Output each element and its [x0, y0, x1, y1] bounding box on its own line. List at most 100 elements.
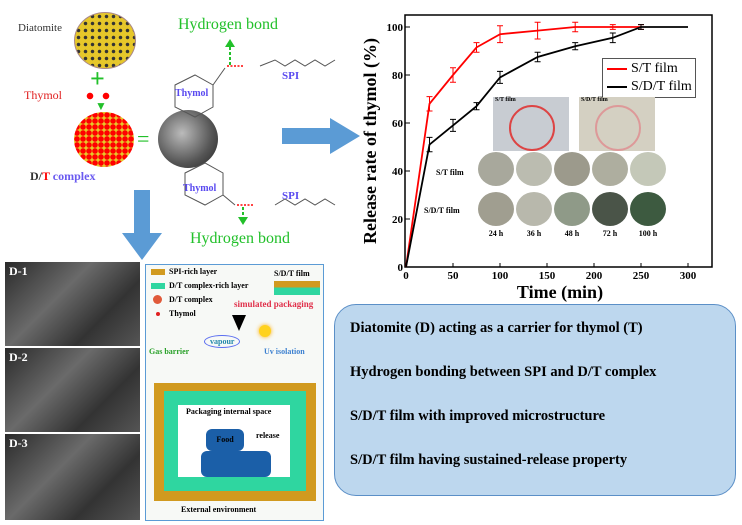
complex-word: complex: [49, 169, 96, 183]
legend-dt-complex: D/T complex: [169, 295, 213, 304]
conclusion-2: Hydrogen bonding between SPI and D/T com…: [350, 364, 657, 380]
time-label: 72 h: [602, 229, 618, 238]
y-tick-label: 0: [398, 262, 404, 274]
error-bar: [609, 24, 616, 30]
equals-icon: =: [137, 126, 150, 151]
packaging-panel: SPI-rich layer D/T complex-rich layer D/…: [145, 264, 324, 521]
y-tick-label: 40: [392, 166, 404, 178]
film-label: S/D/T film: [274, 269, 310, 278]
dt-layer-swatch: [151, 283, 165, 289]
complex-t: T: [42, 169, 50, 183]
x-tick-label: 100: [492, 270, 509, 282]
release-chart: 0 50 100 150 200 250 300 0 20 40 60 80 100: [387, 14, 713, 282]
inhibition-plate: [554, 152, 590, 186]
inhibition-plate: [592, 192, 628, 226]
simulated-packaging-label: simulated packaging: [234, 299, 314, 309]
complex-d: D/: [30, 169, 42, 183]
thymol-molecule-1: Thymol: [175, 88, 209, 99]
spi-label-1: SPI: [282, 70, 300, 82]
error-bar: [473, 42, 480, 53]
photo-label: S/T film: [495, 97, 516, 103]
plus-icon: +: [90, 64, 105, 93]
molecule-structures: [174, 39, 336, 225]
y-tick-label: 20: [392, 214, 404, 226]
thymol-molecule-2: Thymol: [183, 183, 217, 194]
hydrogen-bond-top: Hydrogen bond: [178, 16, 278, 33]
x-tick-label: 250: [633, 270, 650, 282]
y-tick-label: 80: [392, 70, 404, 82]
conclusions-box: [334, 304, 736, 496]
dt-complex-disc: [74, 112, 134, 167]
inhibition-plate: [516, 152, 552, 186]
diatomite-disc: [74, 12, 136, 69]
legend-sdt-swatch: [607, 86, 627, 88]
x-tick-label: 0: [403, 270, 409, 282]
legend-thymol: Thymol: [169, 309, 196, 318]
y-tick-label: 60: [392, 118, 404, 130]
plot-frame: [404, 14, 713, 268]
spi-label-2: SPI: [282, 190, 300, 202]
legend-spi: SPI-rich layer: [169, 267, 218, 276]
arrow-down-icon: ▼: [95, 99, 107, 113]
chart-legend: S/T film S/D/T film: [602, 58, 696, 98]
x-tick-label: 150: [539, 270, 556, 282]
dt-complex-swatch: [153, 295, 162, 304]
uv-isolation-label: Uv isolation: [264, 347, 305, 356]
hydrogen-bond-bottom: Hydrogen bond: [190, 230, 290, 247]
series-line-1: [405, 26, 688, 268]
error-bar: [426, 96, 433, 112]
sem-label: D-3: [9, 436, 28, 450]
sem-image-d2: D-2: [5, 348, 140, 432]
x-tick-label: 50: [448, 270, 460, 282]
arrow-down-big-icon: [122, 190, 162, 260]
conclusion-4: S/D/T film having sustained-release prop…: [350, 452, 628, 468]
y-tick-label: 100: [387, 22, 404, 34]
inhibition-plate: [516, 192, 552, 226]
inhibition-plate: [478, 152, 514, 186]
photo-label: S/D/T film: [581, 97, 608, 103]
error-bar: [572, 21, 579, 33]
error-bar: [450, 67, 456, 83]
gas-barrier-label: Gas barrier: [149, 347, 190, 356]
error-bar: [497, 70, 503, 84]
legend-sdt: S/D/T film: [631, 79, 692, 94]
thymol-label: Thymol: [24, 88, 62, 102]
row-label-st: S/T film: [436, 168, 464, 177]
food-block: [201, 451, 271, 477]
external-environment-label: External environment: [181, 505, 257, 514]
university-seal-red: [509, 105, 555, 151]
inhibition-plate: [554, 192, 590, 226]
food-label: Food: [206, 429, 244, 451]
conclusion-3: S/D/T film with improved microstructure: [350, 408, 606, 424]
time-label: 24 h: [488, 229, 504, 238]
vapour-label: vapour: [204, 335, 241, 348]
legend-dt-layer: D/T complex-rich layer: [169, 281, 249, 290]
black-arrow-down-icon: [232, 315, 246, 331]
legend-st: S/T film: [631, 61, 678, 76]
internal-space-label: Packaging internal space: [186, 407, 272, 416]
sun-icon: [259, 325, 271, 337]
x-tick-label: 300: [680, 270, 697, 282]
inset-photo-st: S/T film: [493, 97, 569, 151]
error-bar: [473, 102, 480, 111]
scheme-panel: Diatomite + Thymol ▼ = D/T complex Hydro…: [0, 0, 360, 255]
error-bar: [609, 32, 616, 44]
thymol-dots: [82, 92, 118, 100]
error-bar: [534, 51, 541, 63]
error-bar: [572, 42, 579, 51]
x-tick-label: 200: [586, 270, 603, 282]
conclusion-1: Diatomite (D) acting as a carrier for th…: [350, 320, 643, 336]
university-seal-faint: [595, 105, 641, 151]
time-label: 36 h: [526, 229, 542, 238]
thymol-swatch: [156, 312, 160, 316]
spi-swatch: [151, 269, 165, 275]
sem-image-d1: D-1: [5, 262, 140, 346]
diatomite-label: Diatomite: [18, 22, 62, 34]
sem-label: D-2: [9, 350, 28, 364]
time-label: 48 h: [564, 229, 580, 238]
inhibition-plate: [630, 192, 666, 226]
error-bar: [534, 21, 541, 40]
sem-label: D-1: [9, 264, 28, 278]
release-label: release: [256, 431, 280, 440]
inset-photo-sdt: S/D/T film: [579, 97, 655, 151]
